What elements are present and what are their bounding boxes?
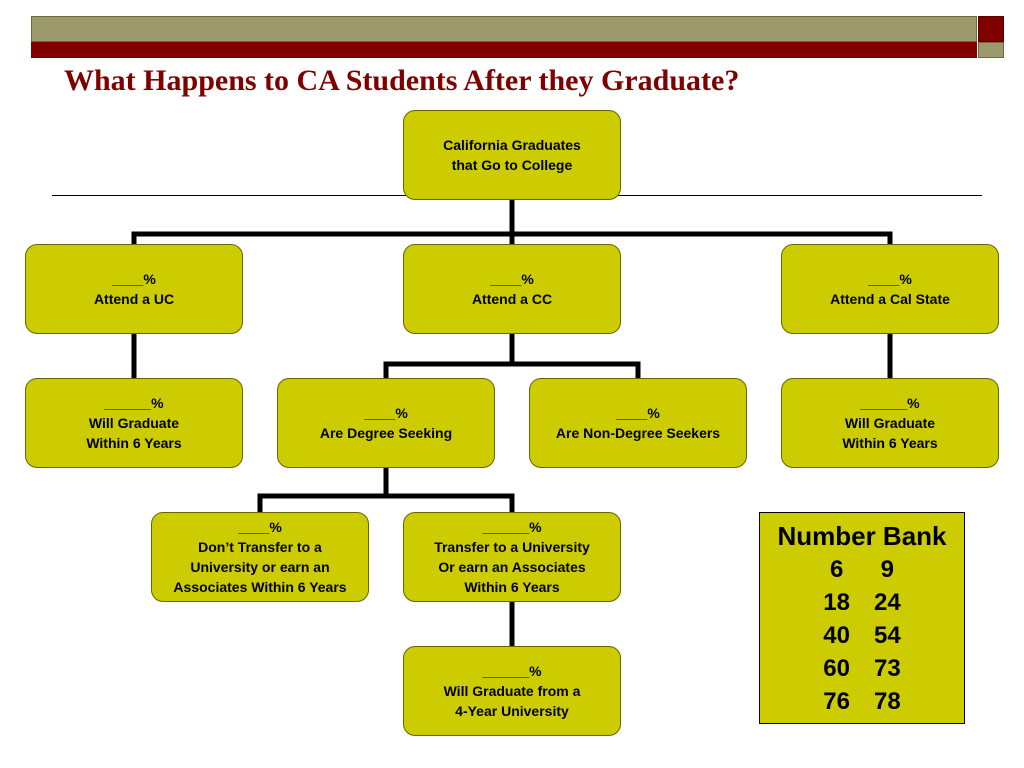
node-root-text: California Graduates that Go to College bbox=[443, 137, 581, 173]
node-root: California Graduates that Go to College bbox=[403, 110, 621, 200]
node-uc-graduate-text: ______% Will Graduate Within 6 Years bbox=[86, 395, 182, 451]
number-bank-value: 73 bbox=[873, 655, 901, 682]
number-bank-row: 40 54 bbox=[760, 619, 964, 652]
number-bank-value: 78 bbox=[873, 688, 901, 715]
node-dont-transfer-text: ____% Don’t Transfer to a University or … bbox=[173, 519, 347, 595]
number-bank-value: 40 bbox=[823, 622, 850, 649]
node-degree-seeking: ____% Are Degree Seeking bbox=[277, 378, 495, 468]
header-bar-olive bbox=[31, 16, 977, 42]
node-transfer-text: ______% Transfer to a University Or earn… bbox=[434, 519, 590, 595]
number-bank-value: 60 bbox=[823, 655, 850, 682]
node-uc-graduate: ______% Will Graduate Within 6 Years bbox=[25, 378, 243, 468]
number-bank: Number Bank 6 9 18 24 40 54 60 73 76 78 bbox=[759, 512, 965, 724]
number-bank-value: 76 bbox=[823, 688, 850, 715]
header-square-olive bbox=[978, 42, 1004, 58]
node-dont-transfer: ____% Don’t Transfer to a University or … bbox=[151, 512, 369, 602]
number-bank-row: 76 78 bbox=[760, 685, 964, 718]
node-non-degree-seekers-text: ____% Are Non-Degree Seekers bbox=[555, 405, 721, 441]
node-university-graduate-text: ______% Will Graduate from a 4-Year Univ… bbox=[443, 663, 581, 719]
number-bank-value: 9 bbox=[880, 556, 894, 583]
node-attend-uc-text: ____% Attend a UC bbox=[93, 271, 175, 307]
node-attend-cal-state-text: ____% Attend a Cal State bbox=[830, 271, 950, 307]
node-attend-uc: ____% Attend a UC bbox=[25, 244, 243, 334]
node-attend-cc: ____% Attend a CC bbox=[403, 244, 621, 334]
number-bank-value: 54 bbox=[873, 622, 901, 649]
number-bank-value: 24 bbox=[873, 589, 901, 616]
number-bank-row: 18 24 bbox=[760, 586, 964, 619]
number-bank-title: Number Bank bbox=[777, 521, 947, 551]
node-cal-state-graduate-text: ______% Will Graduate Within 6 Years bbox=[842, 395, 938, 451]
node-non-degree-seekers: ____% Are Non-Degree Seekers bbox=[529, 378, 747, 468]
number-bank-value: 6 bbox=[829, 556, 844, 583]
node-university-graduate: ______% Will Graduate from a 4-Year Univ… bbox=[403, 646, 621, 736]
number-bank-value: 18 bbox=[823, 589, 850, 616]
slide-title: What Happens to CA Students After they G… bbox=[64, 64, 740, 97]
header-square-maroon bbox=[978, 16, 1004, 42]
node-transfer: ______% Transfer to a University Or earn… bbox=[403, 512, 621, 602]
number-bank-row: 6 9 bbox=[760, 553, 964, 586]
node-cal-state-graduate: ______% Will Graduate Within 6 Years bbox=[781, 378, 999, 468]
node-attend-cc-text: ____% Attend a CC bbox=[471, 271, 553, 307]
node-degree-seeking-text: ____% Are Degree Seeking bbox=[319, 405, 453, 441]
header-bar-maroon bbox=[31, 42, 977, 58]
number-bank-row: 60 73 bbox=[760, 652, 964, 685]
node-attend-cal-state: ____% Attend a Cal State bbox=[781, 244, 999, 334]
